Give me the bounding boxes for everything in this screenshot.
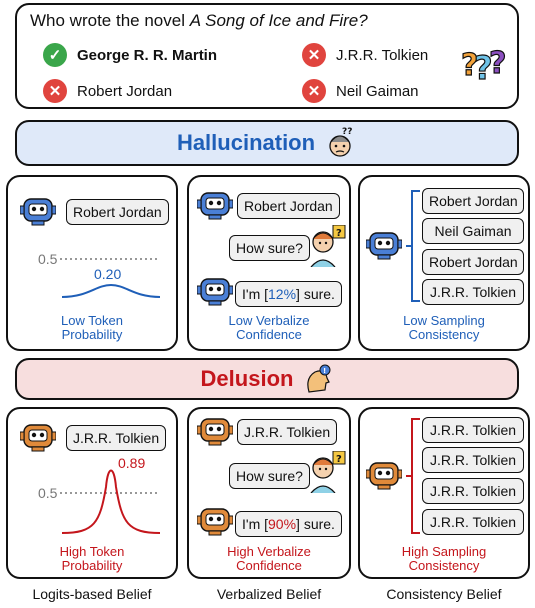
option-correct: ✓ George R. R. Martin [43, 43, 217, 67]
how-sure-pill: How sure? [229, 463, 310, 489]
option-wrong: ✕ Robert Jordan [43, 79, 172, 103]
x-icon: ✕ [302, 43, 326, 67]
probability-value: 0.89 [118, 455, 146, 471]
option-label: Neil Gaiman [336, 82, 419, 100]
reply-pre: I'm [ [242, 286, 269, 302]
hallu-logits-panel: Robert Jordan 0.5 0.20 Low Token Probabi… [6, 175, 178, 351]
probability-value: 0.20 [94, 266, 122, 282]
reply-pre: I'm [ [242, 516, 269, 532]
caption-line: High Sampling [401, 544, 487, 559]
svg-text:??: ?? [342, 127, 352, 137]
robot-icon [197, 192, 233, 220]
check-icon: ✓ [43, 43, 67, 67]
caption-line: Probability [61, 327, 123, 342]
caption-line: Consistency [408, 327, 480, 342]
option-label: J.R.R. Tolkien [336, 46, 429, 64]
bracket [406, 190, 420, 302]
caption-line: High Verbalize [227, 544, 311, 559]
footer-logits: Logits-based Belief [32, 586, 152, 602]
answer-pill: J.R.R. Tolkien [66, 425, 167, 451]
answer-pill: J.R.R. Tolkien [237, 419, 338, 445]
caption-line: Low Token [61, 313, 123, 328]
robot-icon [20, 424, 56, 452]
reply-post: ] sure. [296, 516, 335, 532]
robot-icon [366, 232, 402, 260]
reply-pill: I'm [90%] sure. [235, 511, 342, 537]
how-sure-pill: How sure? [229, 235, 310, 261]
threshold-label: 0.5 [38, 251, 58, 267]
hallu-consistency-panel: Robert Jordan Neil Gaiman Robert Jordan … [358, 175, 530, 351]
robot-icon [197, 278, 233, 306]
svg-text:?: ? [489, 46, 506, 81]
hallucination-title: Hallucination [176, 130, 316, 155]
option-label: George R. R. Martin [77, 46, 218, 64]
thinking-person-icon: ? [310, 451, 346, 493]
caption: High Token Probability [8, 545, 176, 573]
delu-logits-panel: J.R.R. Tolkien 0.89 0.5 High Token Proba… [6, 407, 178, 579]
probability-curve [60, 469, 161, 534]
footer-consistency: Consistency Belief [386, 586, 502, 602]
reply-post: ] sure. [296, 286, 335, 302]
caption: High Sampling Consistency [360, 545, 528, 573]
robot-icon [197, 508, 233, 536]
probability-curve [60, 258, 161, 298]
reply-pill: I'm [12%] sure. [235, 281, 342, 307]
svg-text:?: ? [336, 228, 342, 239]
sample-pill: J.R.R. Tolkien [422, 478, 524, 504]
caption: Low Verbalize Confidence [189, 314, 349, 342]
sample-pill: J.R.R. Tolkien [422, 509, 524, 535]
caption-line: Probability [61, 558, 123, 573]
answer-pill: Robert Jordan [66, 199, 169, 225]
svg-text:?: ? [474, 49, 493, 83]
x-icon: ✕ [302, 79, 326, 103]
sample-pill: J.R.R. Tolkien [422, 279, 524, 305]
question-panel: Who wrote the novel A Song of Ice and Fi… [15, 3, 519, 109]
robot-icon [366, 462, 402, 490]
question-marks-icon: ? ? ? [460, 45, 507, 83]
caption-line: Confidence [236, 327, 302, 342]
caption: High Verbalize Confidence [189, 545, 349, 573]
sample-pill: Robert Jordan [422, 249, 524, 275]
delusion-title: Delusion [200, 366, 294, 391]
option-wrong: ✕ Neil Gaiman [302, 79, 419, 103]
question-title: A Song of Ice and Fire? [189, 11, 368, 30]
footer-verbalized: Verbalized Belief [216, 586, 322, 602]
question-prefix: Who wrote the novel [30, 11, 190, 30]
reply-value: 12% [268, 286, 297, 302]
caption-line: Low Verbalize [228, 313, 310, 328]
reply-value: 90% [268, 516, 297, 532]
caption-line: High Token [59, 544, 125, 559]
svg-text:!: ! [323, 367, 326, 375]
robot-icon [20, 198, 56, 226]
delusion-band: Delusion ! [15, 358, 519, 400]
confused-face-icon: ?? [329, 127, 353, 157]
svg-text:?: ? [336, 454, 342, 465]
svg-text:?: ? [461, 48, 478, 83]
sample-pill: Neil Gaiman [422, 218, 524, 244]
question-text: Who wrote the novel A Song of Ice and Fi… [30, 11, 368, 31]
delu-consistency-panel: J.R.R. Tolkien J.R.R. Tolkien J.R.R. Tol… [358, 407, 530, 579]
hallu-verbalized-panel: Robert Jordan How sure? ? I'm [12%] sure… [187, 175, 351, 351]
threshold-label: 0.5 [38, 485, 58, 501]
robot-icon [197, 418, 233, 446]
sample-pill: J.R.R. Tolkien [422, 447, 524, 473]
delusion-head-icon: ! [307, 364, 331, 393]
sample-pill: J.R.R. Tolkien [422, 417, 524, 443]
option-label: Robert Jordan [77, 82, 173, 100]
caption-line: Consistency [408, 558, 480, 573]
bracket [406, 418, 420, 534]
option-wrong: ✕ J.R.R. Tolkien [302, 43, 428, 67]
caption-line: Low Sampling [403, 313, 485, 328]
caption: Low Sampling Consistency [360, 314, 528, 342]
thinking-person-icon: ? [310, 225, 346, 267]
caption: Low Token Probability [8, 314, 176, 342]
sample-pill: Robert Jordan [422, 188, 524, 214]
answer-pill: Robert Jordan [237, 193, 340, 219]
delu-verbalized-panel: J.R.R. Tolkien How sure? ? I'm [90%] sur… [187, 407, 351, 579]
caption-line: Confidence [236, 558, 302, 573]
hallucination-band: Hallucination ?? [15, 120, 519, 166]
x-icon: ✕ [43, 79, 67, 103]
